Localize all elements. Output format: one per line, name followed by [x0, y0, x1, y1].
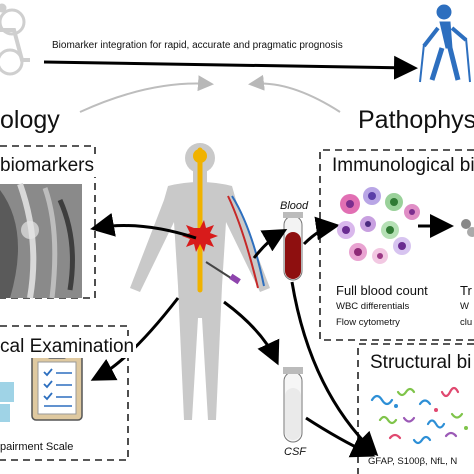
full-blood-count-label: Full blood count — [336, 283, 428, 298]
injury-burst-icon — [182, 220, 218, 252]
imaging-scan — [0, 182, 82, 299]
brain-marker — [193, 149, 207, 163]
clinical-scale-label: pairment Scale — [0, 441, 74, 453]
structural-title: Structural bi — [368, 352, 474, 374]
arrow-to-blood — [252, 229, 288, 259]
structural-box — [357, 343, 474, 474]
csf-label: CSF — [284, 446, 306, 458]
curved-arrow-right — [248, 74, 341, 113]
immune-cells — [337, 187, 420, 264]
arrow-to-csf — [223, 300, 280, 366]
tr-label: Tr — [460, 283, 472, 298]
prognosis-arrow — [43, 55, 418, 80]
wbc-differentials-label: WBC differentials — [336, 301, 410, 312]
structural-markers-label: GFAP, S100β, NfL, N — [368, 456, 458, 467]
header-right: Pathophys — [358, 106, 474, 134]
arm-vessel-blue — [231, 195, 265, 287]
blood-label: Blood — [280, 200, 309, 212]
clu-label: clu — [460, 317, 473, 328]
csf-tube-icon — [283, 367, 303, 443]
banner-text: Biomarker integration for rapid, accurat… — [52, 40, 343, 51]
structural-proteins — [370, 386, 468, 445]
w-label: W — [460, 301, 469, 312]
arrow-blood-to-immuno — [302, 216, 340, 246]
curved-arrow-left — [79, 75, 214, 113]
walking-figure-icon — [419, 4, 471, 83]
immunological-title: Immunological bi — [330, 155, 474, 177]
needle-hub — [229, 273, 241, 285]
immunological-box — [319, 149, 474, 341]
clinical-title: cal Examination — [0, 336, 137, 358]
header-left: ology — [0, 106, 60, 134]
wheelchair-icon — [0, 3, 30, 76]
clipboard-icon — [0, 349, 83, 422]
flow-cytometry-label: Flow cytometry — [336, 317, 400, 328]
blood-tube-icon — [283, 212, 303, 281]
cluster-icon — [461, 219, 474, 237]
imaging-title: biomarkers — [0, 155, 96, 177]
needle — [205, 261, 235, 281]
arrow-to-imaging — [90, 212, 197, 240]
arrow-csf-to-structural — [305, 416, 376, 458]
arm-vessel-red — [227, 195, 259, 289]
clinical-box — [0, 325, 129, 461]
